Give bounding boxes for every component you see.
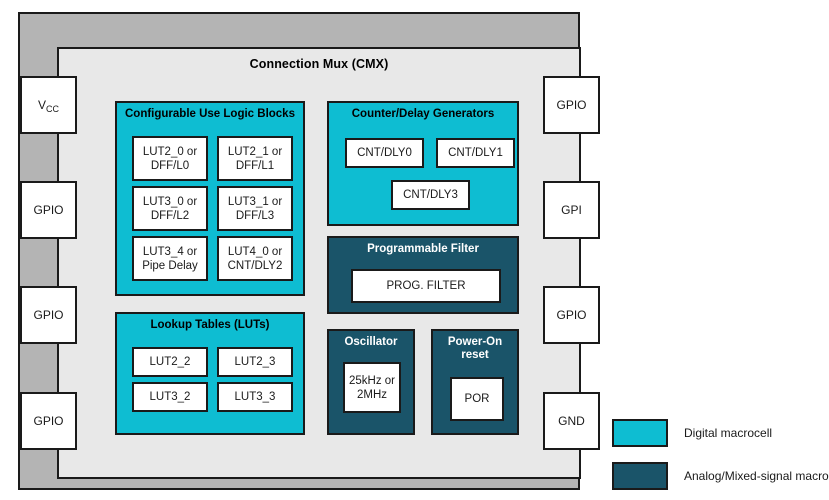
group-title-luts: Lookup Tables (LUTs) [150,319,270,331]
connection-mux-label: Connection Mux (CMX) [249,57,389,71]
legend-label-digital: Digital macrocell [684,426,773,440]
pin-vcc: VCC [20,76,77,134]
cell-cnt-dly0: CNT/DLY0 [345,138,424,168]
group-lookup-tables: Lookup Tables (LUTs) LUT2_2 LUT2_3 LUT3_… [115,312,305,435]
cell-label: CNT/DLY3 [403,189,458,201]
pin-label: GPI [561,203,582,217]
cell-label: LUT2_2 [149,356,191,368]
group-counter-delay-generators: Counter/Delay Generators CNT/DLY0 CNT/DL… [327,101,519,226]
pin-gpi-right: GPI [543,181,600,239]
cell-lut3-2: LUT3_2 [132,382,208,412]
cell-lut3-3: LUT3_3 [217,382,293,412]
cell-lut2-2: LUT2_2 [132,347,208,377]
pin-gpio-left-3: GPIO [20,392,77,450]
pin-label: GPIO [33,203,64,217]
legend-digital: Digital macrocell [612,419,772,447]
group-title-filter: Programmable Filter [367,243,479,255]
pin-label: GPIO [33,308,64,322]
chip-die-area: Connection Mux (CMX) Configurable Use Lo… [57,47,581,479]
cell-prog-filter: PROG. FILTER [351,269,501,303]
cell-cnt-dly1: CNT/DLY1 [436,138,515,168]
cell-por: POR [450,377,504,421]
pin-label: GPIO [33,414,64,428]
cell-cnt-dly3: CNT/DLY3 [391,180,470,210]
group-programmable-filter: Programmable Filter PROG. FILTER [327,236,519,314]
cell-label: LUT3_2 [149,391,191,403]
legend-analog: Analog/Mixed-signal macrocell [612,462,829,490]
pin-gnd: GND [543,392,600,450]
cell-label: LUT3_3 [234,391,276,403]
cell-label: POR [464,393,490,405]
group-title-counters: Counter/Delay Generators [351,108,495,120]
legend-swatch-digital-icon [612,419,668,447]
group-title-culb: Configurable Use Logic Blocks [125,108,295,120]
legend-label-analog: Analog/Mixed-signal macrocell [684,469,829,483]
cell-lut2-3: LUT2_3 [217,347,293,377]
pin-gpio-right-2: GPIO [543,286,600,344]
cell-label: LUT2_3 [234,356,276,368]
pin-subscript: CC [46,104,59,114]
chip-package-frame: Connection Mux (CMX) Configurable Use Lo… [18,12,600,490]
cell-label: PROG. FILTER [386,280,466,292]
pin-gpio-left-2: GPIO [20,286,77,344]
cell-label: CNT/DLY0 [357,147,412,159]
pin-label: GND [558,414,585,428]
pin-label: GPIO [556,308,587,322]
connection-mux-bar: Connection Mux (CMX) [59,49,579,79]
pin-label: GPIO [556,98,587,112]
pin-label: VCC [37,98,59,114]
pin-gpio-right-1: GPIO [543,76,600,134]
group-title-oscillator: Oscillator [344,336,398,348]
cell-label: CNT/DLY1 [448,147,503,159]
pin-gpio-left-1: GPIO [20,181,77,239]
legend-swatch-analog-icon [612,462,668,490]
